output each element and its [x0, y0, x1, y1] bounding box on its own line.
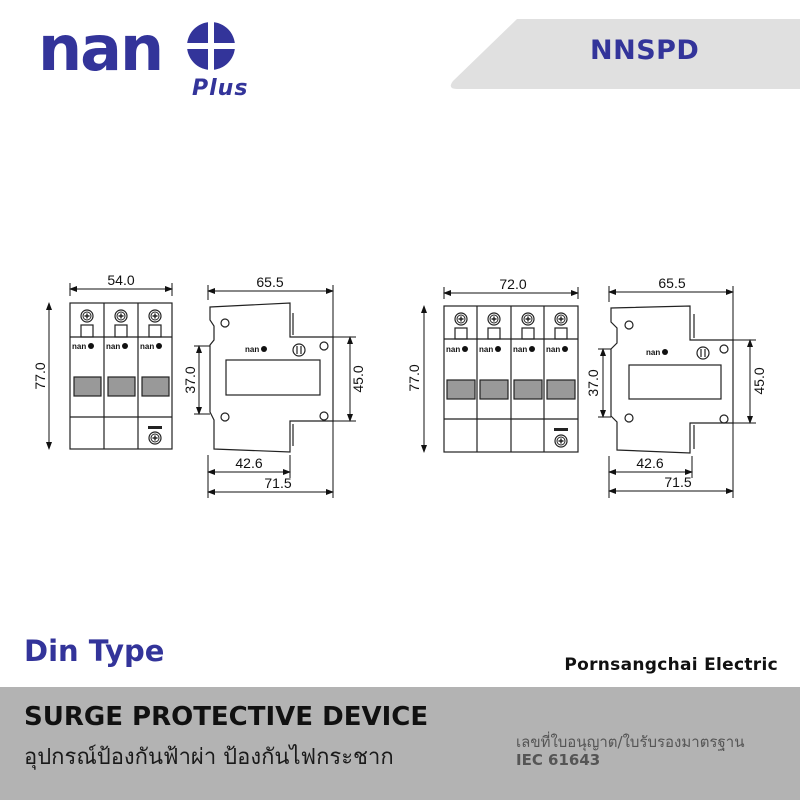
svg-text:45.0: 45.0: [350, 365, 366, 392]
footer-panel: SURGE PROTECTIVE DEVICE อุปกรณ์ป้องกันฟ้…: [0, 687, 800, 800]
logo-wordmark: nan: [38, 12, 164, 85]
svg-text:71.5: 71.5: [664, 474, 691, 490]
product-subtitle-thai: อุปกรณ์ป้องกันฟ้าผ่า ป้องกันไฟกระชาก: [24, 745, 394, 770]
svg-text:65.5: 65.5: [658, 275, 685, 291]
product-title: SURGE PROTECTIVE DEVICE: [24, 702, 429, 732]
logo-plus-circle-icon: [186, 21, 236, 71]
svg-text:37.0: 37.0: [182, 366, 198, 393]
company-name: Pornsangchai Electric: [564, 655, 778, 675]
svg-text:45.0: 45.0: [751, 367, 767, 394]
svg-text:42.6: 42.6: [235, 455, 262, 471]
svg-text:72.0: 72.0: [499, 276, 526, 292]
dimension-drawings: nan 54.0 77.0: [32, 272, 767, 498]
din-type-label: Din Type: [24, 634, 165, 668]
svg-text:54.0: 54.0: [107, 272, 134, 288]
three-pole-front-view: [69, 302, 173, 450]
certificate-label: เลขที่ใบอนุญาต/ใบรับรองมาตรฐาน: [516, 733, 745, 751]
product-code: NNSPD: [590, 35, 700, 66]
four-pole-front-view: [443, 305, 579, 453]
svg-text:65.5: 65.5: [256, 274, 283, 290]
logo-plus-text: Plus: [192, 76, 249, 101]
svg-text:42.6: 42.6: [636, 455, 663, 471]
svg-text:77.0: 77.0: [406, 364, 422, 391]
svg-text:37.0: 37.0: [585, 369, 601, 396]
product-code-banner: [450, 19, 800, 89]
three-pole-side-view: [209, 302, 334, 453]
svg-text:77.0: 77.0: [32, 362, 48, 389]
svg-text:71.5: 71.5: [264, 475, 291, 491]
four-pole-side-view: [610, 305, 734, 454]
nano-plus-logo: nan Plus: [38, 12, 249, 102]
certificate-standard: IEC 61643: [516, 751, 601, 769]
